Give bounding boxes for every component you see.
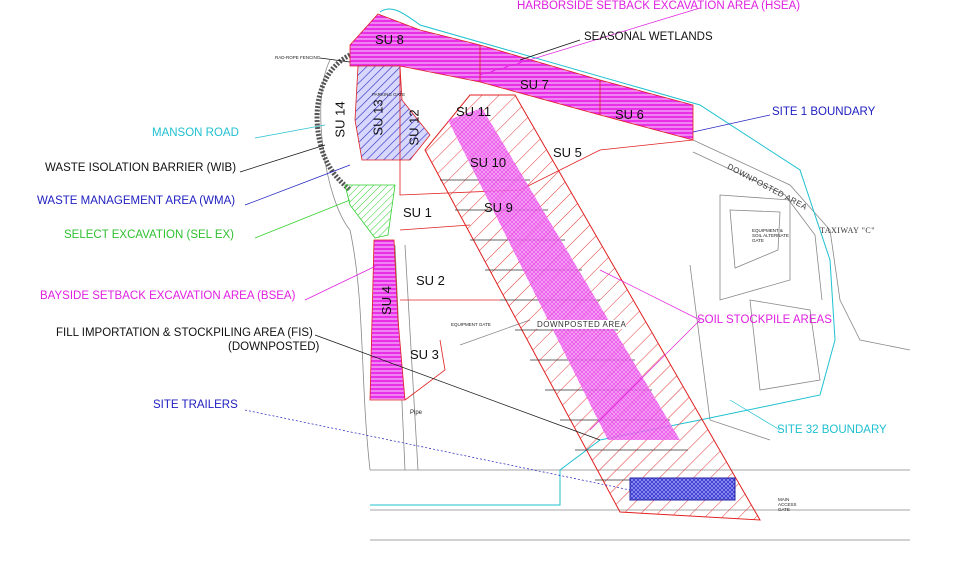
leader-lines <box>239 7 781 491</box>
label-soil-stockpile: SOIL STOCKPILE AREAS <box>697 314 832 326</box>
label-site-trailers: SITE TRAILERS <box>153 399 238 411</box>
label-fis: FILL IMPORTATION & STOCKPILING AREA (FIS… <box>56 327 313 339</box>
bsea-area <box>369 239 406 401</box>
note-pipe: Pipe <box>410 410 423 416</box>
label-select-excavation: SELECT EXCAVATION (SEL EX) <box>64 229 234 241</box>
su-6-label: SU 6 <box>615 107 644 122</box>
su-9-label: SU 9 <box>484 200 513 215</box>
label-fis-downposted: (DOWNPOSTED) <box>228 341 320 353</box>
label-hsea: HARBORSIDE SETBACK EXCAVATION AREA (HSEA… <box>517 0 801 12</box>
roads <box>320 59 911 541</box>
soil-stockpile-area <box>448 108 680 440</box>
site-trailers-area <box>629 477 736 501</box>
label-wib: WASTE ISOLATION BARRIER (WIB) <box>45 162 237 174</box>
su-13-label: SU 13 <box>370 99 386 136</box>
waste-isolation-barrier <box>314 52 352 192</box>
su-8-label: SU 8 <box>375 32 404 47</box>
label-wma: WASTE MANAGEMENT AREA (WMA) <box>37 195 236 207</box>
label-bsea: BAYSIDE SETBACK EXCAVATION AREA (BSEA) <box>40 290 296 302</box>
note-parking-gate: PARKING GATE <box>372 92 406 97</box>
su-4-label: SU 4 <box>378 286 394 315</box>
su-12-label: SU 12 <box>406 109 422 146</box>
note-rad-rope-fencing: RAD-ROPE FENCING <box>275 55 321 60</box>
label-site-1-boundary: SITE 1 BOUNDARY <box>772 106 876 118</box>
su-14-label: SU 14 <box>332 101 348 138</box>
label-manson-road: MANSON ROAD <box>152 127 239 139</box>
label-site-32-boundary: SITE 32 BOUNDARY <box>777 424 887 436</box>
su-7-label: SU 7 <box>520 77 549 92</box>
su-10-label: SU 10 <box>470 155 507 170</box>
select-excavation-area <box>344 184 396 239</box>
su-1-label: SU 1 <box>403 205 432 220</box>
note-taxiway-c: TAXIWAY "C" <box>820 226 876 235</box>
su-5-label: SU 5 <box>553 145 582 160</box>
note-equipment-gate: EQUIPMENT GATE <box>451 322 491 327</box>
su-2-label: SU 2 <box>416 273 445 288</box>
label-seasonal-wetlands: SEASONAL WETLANDS <box>584 31 713 43</box>
note-main-access-gate: MAIN ACCESS GATE <box>778 497 797 512</box>
note-downposted-area-2: DOWNPOSTED AREA <box>537 320 627 329</box>
su-11-label: SU 11 <box>456 104 492 119</box>
note-alternate-gate: EQUIPMENT & SOIL ALTERNATE GATE <box>752 228 789 243</box>
su-3-label: SU 3 <box>410 347 439 362</box>
